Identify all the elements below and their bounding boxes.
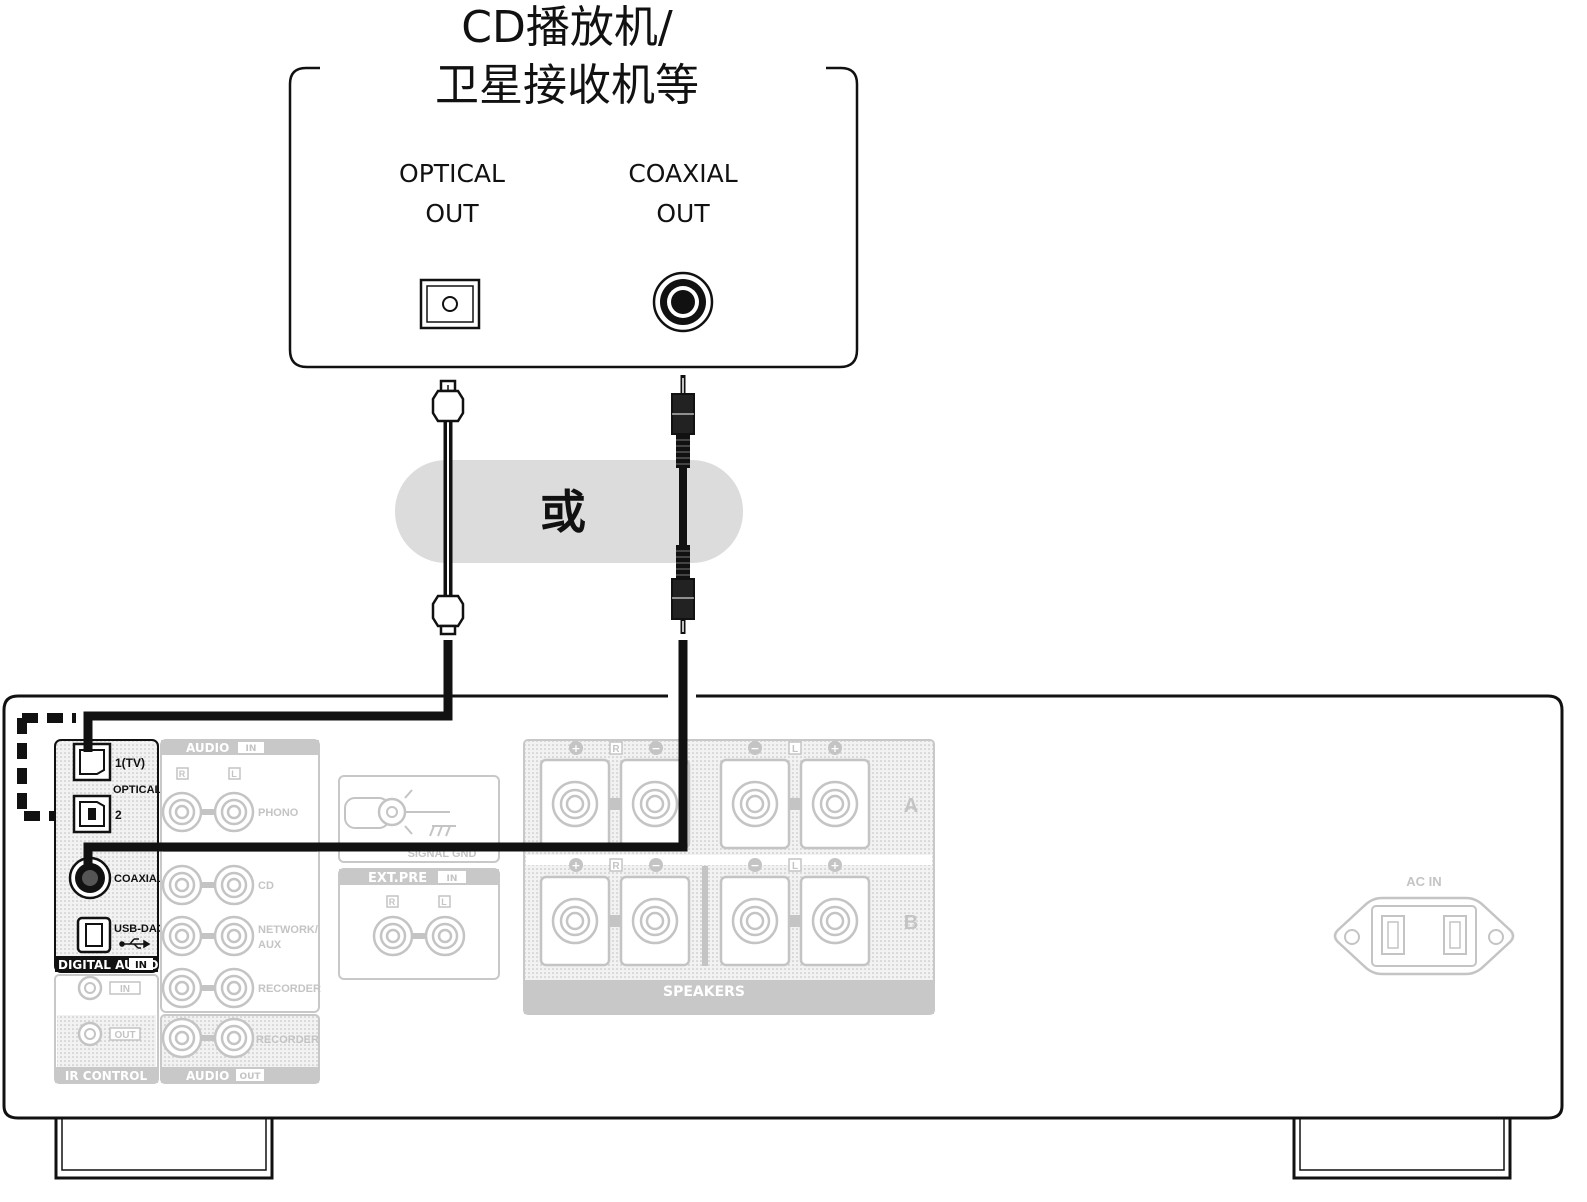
or-bubble xyxy=(395,460,743,563)
speakers-label: SPEAKERS xyxy=(663,984,745,1000)
source-device: CD播放机/ 卫星接收机等 OPTICAL OUT COAXIAL OUT xyxy=(288,2,859,369)
network-label-1: NETWORK/ xyxy=(258,924,318,936)
svg-text:−: − xyxy=(750,742,759,755)
svg-text:−: − xyxy=(651,742,660,755)
recorder-in-label: RECORDER xyxy=(258,983,321,995)
optical-out-label-1: OPTICAL xyxy=(399,159,505,188)
speaker-b-polarity: + R − − L + xyxy=(569,858,842,872)
optical-label: OPTICAL xyxy=(113,784,162,796)
right-foot xyxy=(1292,1118,1512,1180)
speaker-b-label: B xyxy=(904,912,918,934)
amplifier-rear-panel: DIGITAL AUDIO IN 1(TV) OPTICAL 2 COAXIAL xyxy=(2,694,1564,1180)
usb-icon xyxy=(119,938,151,949)
audio-in-header: AUDIO xyxy=(186,741,229,755)
svg-text:−: − xyxy=(651,859,660,872)
usb-dac-label: USB-DAC xyxy=(114,923,165,935)
ir-control-panel: IN OUT IR CONTROL xyxy=(54,974,159,1084)
audio-out-header: AUDIO xyxy=(186,1069,229,1083)
ac-in-socket: AC IN xyxy=(1333,874,1515,976)
speaker-a-label: A xyxy=(904,795,918,817)
svg-text:+: + xyxy=(571,742,580,755)
svg-text:+: + xyxy=(830,859,839,872)
audio-out-badge: OUT xyxy=(239,1072,261,1082)
optical-2-label: 2 xyxy=(115,808,122,822)
ext-pre-l-label: L xyxy=(441,897,447,907)
coaxial-out-label-1: COAXIAL xyxy=(628,159,737,188)
optical-1-label: 1(TV) xyxy=(115,756,145,770)
or-label: 或 xyxy=(540,485,586,539)
audio-in-badge: IN xyxy=(246,744,257,754)
svg-text:+: + xyxy=(571,859,580,872)
svg-text:L: L xyxy=(792,744,798,755)
audio-in-r-label: R xyxy=(179,769,186,779)
ext-pre-in-panel: EXT.PRE IN R L xyxy=(338,868,500,980)
svg-text:L: L xyxy=(792,861,798,872)
phono-label: PHONO xyxy=(258,807,299,819)
ext-pre-r-label: R xyxy=(389,897,396,907)
audio-out-panel: RECORDER AUDIO OUT xyxy=(160,1014,320,1084)
optical-plug-bottom xyxy=(431,594,465,636)
optical-plug-top xyxy=(431,379,465,423)
source-device-box xyxy=(288,66,859,369)
svg-text:+: + xyxy=(830,742,839,755)
ir-in-label: IN xyxy=(120,984,130,995)
digital-audio-badge: IN xyxy=(135,960,147,971)
ir-control-label: IR CONTROL xyxy=(65,1069,148,1083)
svg-text:R: R xyxy=(612,861,620,872)
ground-icon xyxy=(404,789,456,837)
signal-gnd-panel: SIGNAL GND xyxy=(338,775,500,863)
coaxial-label: COAXIAL xyxy=(114,873,164,885)
digital-audio-in-panel: DIGITAL AUDIO IN 1(TV) OPTICAL 2 COAXIAL xyxy=(54,739,165,973)
ext-pre-badge: IN xyxy=(447,874,458,884)
audio-in-panel: AUDIO IN R L PHONO CD xyxy=(160,739,321,1013)
optical-out-jack xyxy=(419,278,481,330)
coaxial-out-jack xyxy=(652,271,714,333)
audio-in-l-label: L xyxy=(231,769,237,779)
speaker-a-terminals xyxy=(539,758,871,850)
source-title-line2: 卫星接收机等 xyxy=(435,60,699,111)
speaker-b-terminals xyxy=(539,875,871,967)
cd-label: CD xyxy=(258,880,274,892)
network-label-2: AUX xyxy=(258,939,282,951)
coaxial-out-label-2: OUT xyxy=(656,199,710,228)
source-title-line1: CD播放机/ xyxy=(461,2,673,53)
coaxial-in-jack xyxy=(68,856,112,900)
svg-text:−: − xyxy=(750,859,759,872)
speakers-panel: SPEAKERS + R − − L + + xyxy=(523,739,935,1015)
ext-pre-header: EXT.PRE xyxy=(368,871,427,886)
left-foot xyxy=(54,1118,274,1180)
ac-in-label: AC IN xyxy=(1406,874,1441,889)
optical-out-label-2: OUT xyxy=(425,199,479,228)
ir-out-label: OUT xyxy=(114,1030,135,1041)
recorder-out-label: RECORDER xyxy=(256,1034,319,1046)
usb-dac-port xyxy=(76,916,112,954)
speaker-a-polarity: + R − − L + xyxy=(569,741,842,755)
svg-text:R: R xyxy=(612,744,620,755)
optical-2-jack xyxy=(72,794,112,834)
